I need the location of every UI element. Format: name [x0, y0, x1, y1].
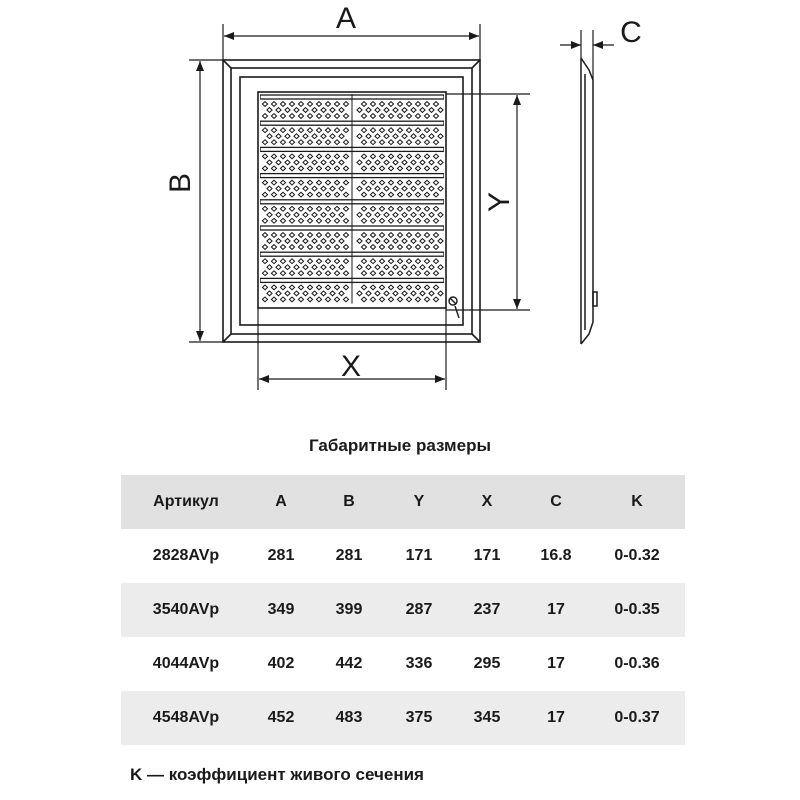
column-header: C — [550, 493, 562, 510]
dimension-b-label: B — [164, 173, 197, 193]
louvre-opening — [257, 91, 447, 309]
table-cell: 281 — [267, 547, 295, 564]
table-cell: 345 — [473, 709, 501, 726]
dimension-y-label: Y — [483, 192, 516, 212]
table-cell: 16.8 — [540, 547, 572, 564]
dimension-a — [222, 24, 481, 60]
dimensions-table: Артикул A B Y X C K 2828AVp 281 281 171 … — [121, 475, 685, 745]
grille-front-view — [222, 59, 481, 343]
table-row: 4044AVp 402 442 336 295 17 0-0.36 — [121, 637, 685, 691]
table-cell: 171 — [405, 547, 433, 564]
grille-side-view — [580, 57, 598, 345]
table-cell: 17 — [547, 709, 565, 726]
column-header: A — [275, 493, 287, 510]
table-cell: 4044AVp — [152, 655, 220, 672]
frame-inner-edge — [239, 76, 464, 326]
table-cell: 375 — [405, 709, 433, 726]
table-cell: 483 — [335, 709, 363, 726]
table-cell: 336 — [405, 655, 433, 672]
column-header: B — [343, 493, 355, 510]
table-cell: 349 — [267, 601, 295, 618]
table-cell: 399 — [335, 601, 363, 618]
louvre-grid — [260, 94, 444, 304]
table-row: 2828AVp 281 281 171 171 16.8 0-0.32 — [121, 529, 685, 583]
table-cell: 442 — [335, 655, 363, 672]
table-cell: 452 — [267, 709, 295, 726]
table-cell: 0-0.32 — [614, 547, 660, 564]
table-cell: 402 — [267, 655, 295, 672]
column-header: X — [481, 493, 493, 510]
dimension-x — [257, 308, 447, 390]
dimension-a-label: A — [336, 2, 356, 35]
table-cell: 17 — [547, 655, 565, 672]
dimension-b — [189, 59, 223, 343]
grille-drawing: A B Y X C — [164, 2, 642, 390]
table-title: Габаритные размеры — [309, 436, 491, 455]
column-header: K — [631, 493, 643, 510]
outer-frame — [222, 59, 481, 343]
table-cell: 171 — [473, 547, 501, 564]
table-cell: 3540AVp — [152, 601, 220, 618]
table-cell: 237 — [473, 601, 501, 618]
table-cell: 17 — [547, 601, 565, 618]
dimension-c — [560, 30, 614, 80]
dimension-x-label: X — [341, 350, 361, 383]
column-header: Артикул — [153, 493, 219, 510]
dimension-c-label: C — [620, 16, 642, 49]
table-row: 4548AVp 452 483 375 345 17 0-0.37 — [121, 691, 685, 745]
adjustment-screw — [448, 296, 460, 319]
table-cell: 0-0.35 — [614, 601, 660, 618]
table-header-row: Артикул A B Y X C K — [121, 475, 685, 529]
table-cell: 0-0.37 — [614, 709, 660, 726]
table-cell: 295 — [473, 655, 501, 672]
frame-bevel — [230, 67, 473, 335]
column-header: Y — [413, 493, 425, 510]
table-cell: 287 — [405, 601, 433, 618]
table-cell: 281 — [335, 547, 363, 564]
table-cell: 4548AVp — [152, 709, 220, 726]
footnote: K — коэффициент живого сечения — [130, 765, 424, 784]
table-row: 3540AVp 349 399 287 237 17 0-0.35 — [121, 583, 685, 637]
dimension-y — [446, 93, 530, 311]
table-cell: 0-0.36 — [614, 655, 660, 672]
table-cell: 2828AVp — [152, 547, 220, 564]
